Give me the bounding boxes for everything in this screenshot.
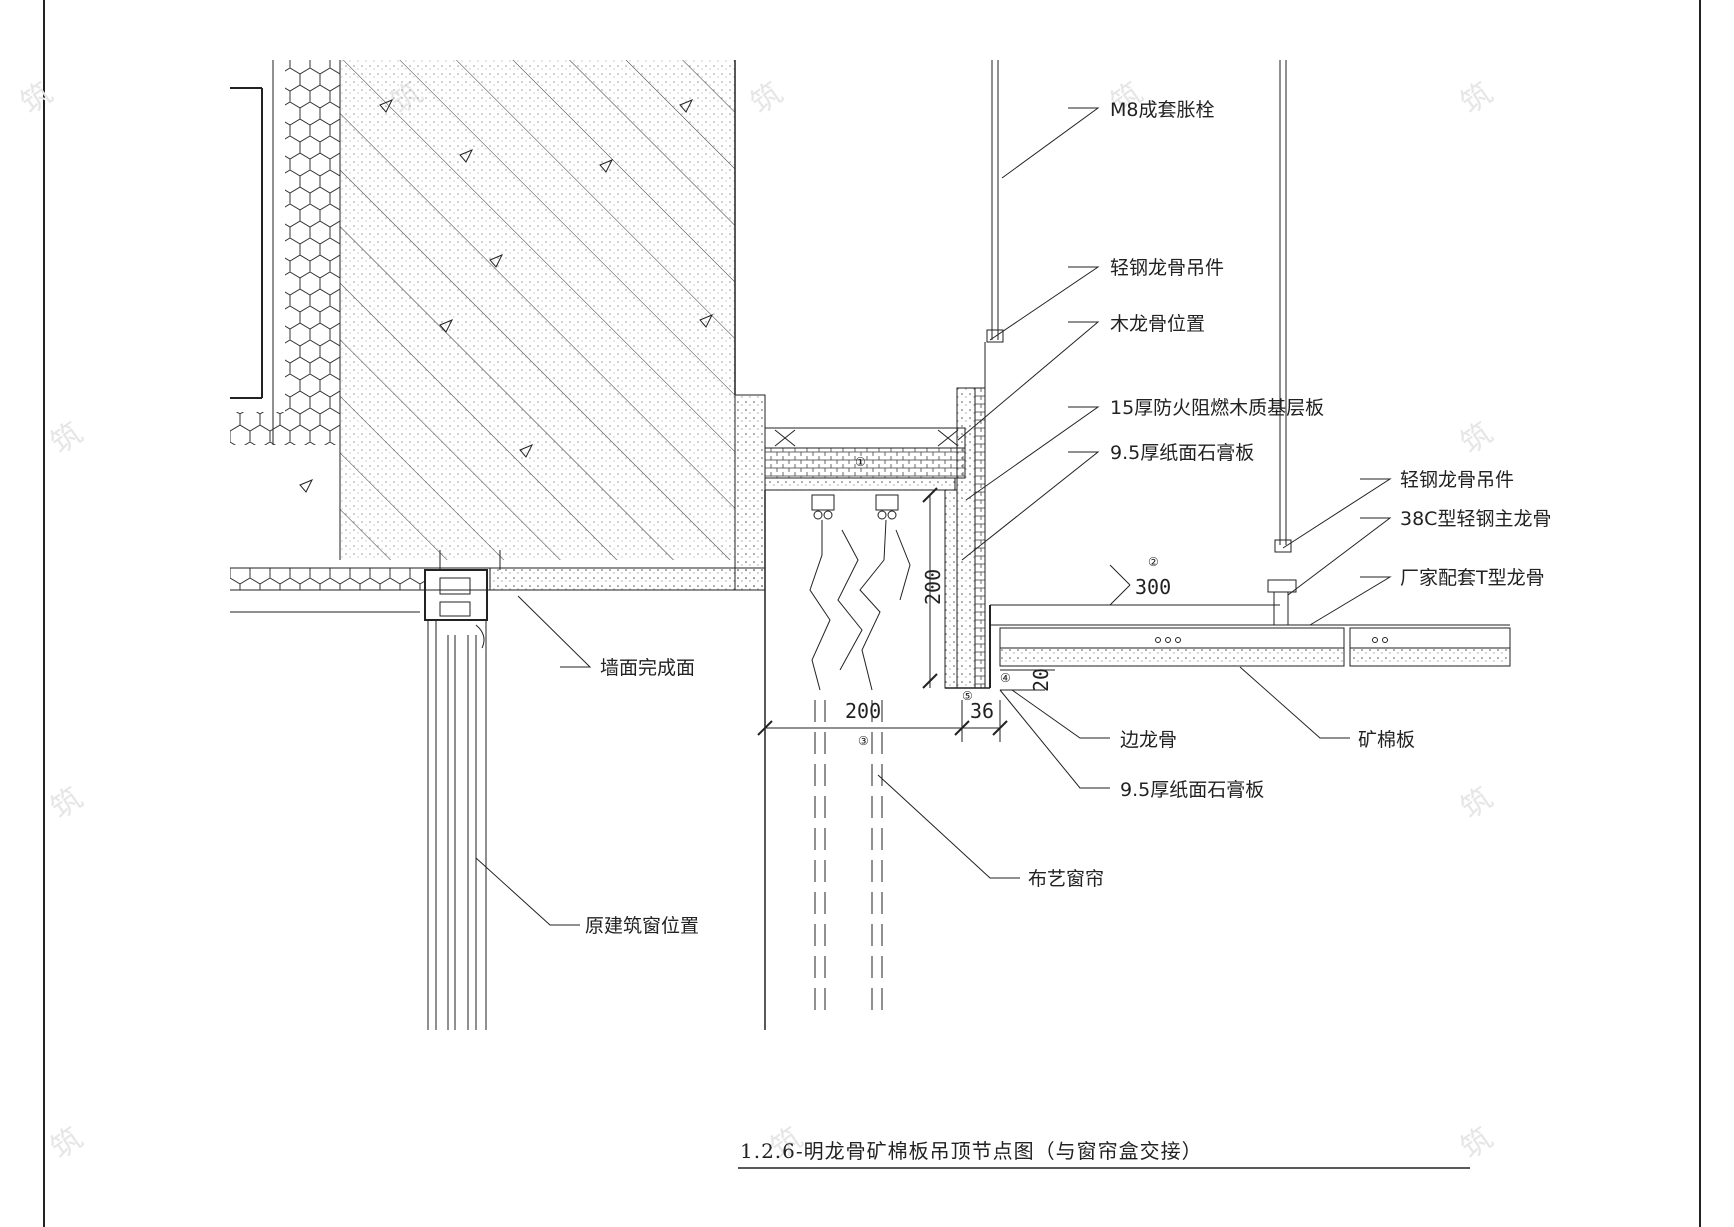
leader-lines	[475, 107, 1392, 926]
label-gypsum-2: 9.5厚纸面石膏板	[1120, 778, 1264, 801]
drawing-title-block: 1.2.6-明龙骨矿棉板吊顶节点图（与窗帘盒交接）	[738, 1139, 1470, 1169]
marker-2: ②	[1148, 555, 1159, 569]
marker-4: ④	[1000, 671, 1011, 685]
hanger-rods	[984, 60, 1297, 625]
label-wood-keel: 木龙骨位置	[1110, 313, 1205, 335]
label-mineral-board: 矿棉板	[1358, 729, 1415, 751]
dim-20: 20	[1029, 668, 1053, 692]
label-t-keel: 厂家配套T型龙骨	[1400, 567, 1545, 589]
marker-5: ⑤	[962, 689, 973, 703]
concrete-wall	[299, 60, 736, 560]
drawing-title: 1.2.6-明龙骨矿棉板吊顶节点图（与窗帘盒交接）	[740, 1139, 1203, 1163]
watermarks: 筑 筑 筑 筑 筑 筑 筑 筑 筑 筑 筑 筑	[15, 76, 1500, 1167]
dim-200-vertical: 200	[921, 569, 945, 605]
marker-1: ①	[855, 455, 866, 469]
label-base-board: 15厚防火阻燃木质基层板	[1110, 397, 1324, 419]
svg-text:筑: 筑	[745, 76, 790, 122]
label-main-keel: 38C型轻钢主龙骨	[1400, 508, 1551, 530]
dim-200-horizontal: 200	[845, 699, 881, 723]
curtain-fabric	[809, 519, 911, 1020]
svg-text:筑: 筑	[45, 416, 90, 462]
svg-text:筑: 筑	[1455, 781, 1500, 827]
annotation-labels: M8成套胀栓 轻钢龙骨吊件 木龙骨位置 15厚防火阻燃木质基层板 9.5厚纸面石…	[585, 99, 1551, 937]
label-window: 原建筑窗位置	[585, 915, 699, 937]
insulation-column	[230, 60, 340, 445]
svg-text:筑: 筑	[1455, 1121, 1500, 1167]
dimension-text: 200 200 36 300 20	[845, 569, 1171, 723]
label-hanger-2: 轻钢龙骨吊件	[1400, 469, 1514, 491]
dim-300: 300	[1135, 575, 1171, 599]
wall-finish-layer	[489, 394, 766, 591]
label-m8-bolt: M8成套胀栓	[1110, 99, 1214, 121]
label-wall-finish: 墙面完成面	[600, 657, 695, 679]
circled-markers: ① ② ③ ④ ⑤	[855, 455, 1159, 748]
sheet-frame	[43, 0, 1701, 1227]
label-edge-keel: 边龙骨	[1120, 729, 1177, 751]
dimension-lines	[757, 487, 1131, 742]
svg-text:筑: 筑	[1455, 76, 1500, 122]
svg-text:筑: 筑	[15, 76, 60, 122]
label-gypsum-1: 9.5厚纸面石膏板	[1110, 441, 1254, 464]
svg-text:筑: 筑	[45, 1121, 90, 1167]
dim-36: 36	[970, 699, 994, 723]
window-frame	[424, 550, 501, 1030]
label-hanger-1: 轻钢龙骨吊件	[1110, 257, 1224, 279]
svg-text:筑: 筑	[1455, 416, 1500, 462]
svg-text:筑: 筑	[45, 781, 90, 827]
curtain-box	[764, 387, 990, 1030]
label-curtain: 布艺窗帘	[1028, 868, 1104, 890]
ceiling-system	[989, 604, 1511, 688]
marker-3: ③	[858, 734, 869, 748]
